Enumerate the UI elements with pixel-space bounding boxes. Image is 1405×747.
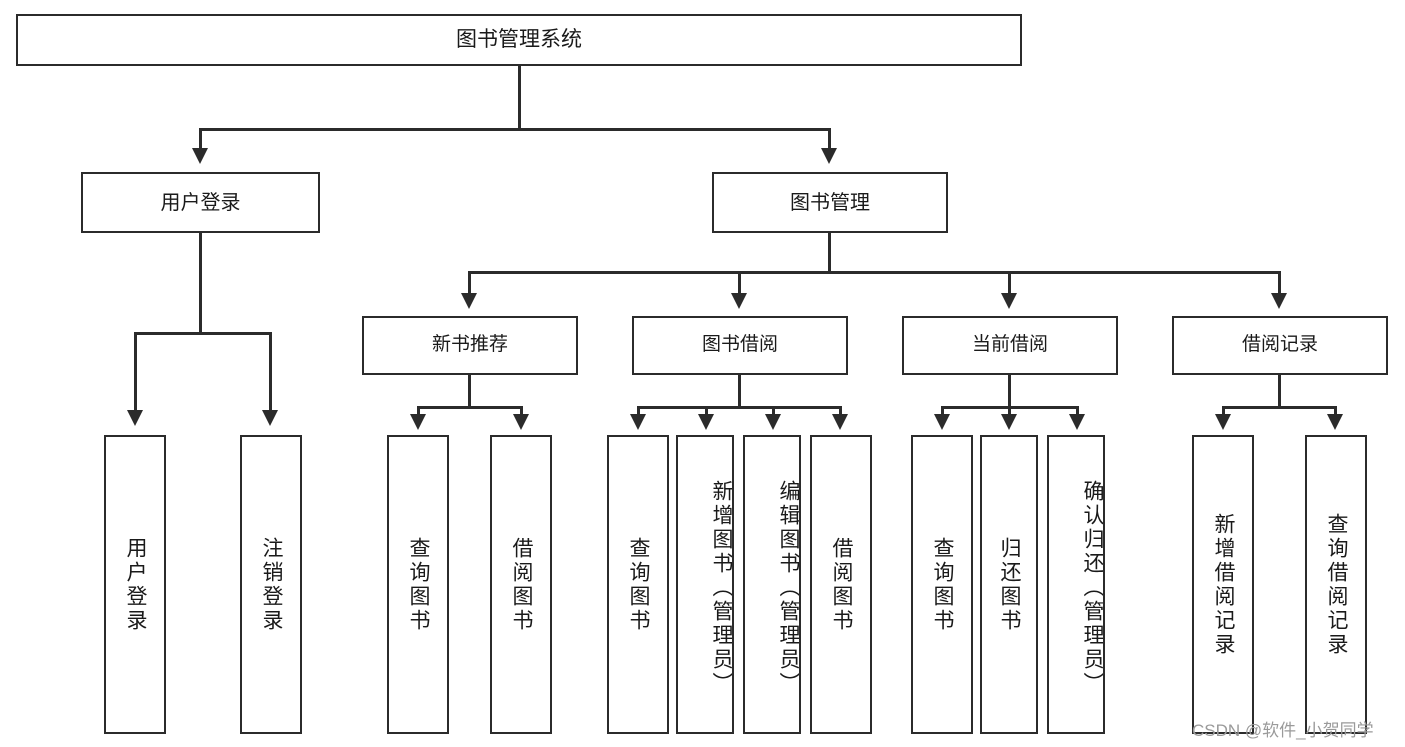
connector-book-borrow-leaf-0 xyxy=(637,406,640,416)
connector-root-bus xyxy=(199,128,831,131)
leaf-book-borrow-edit-book-admin[interactable]: 编辑图书（管理员） xyxy=(743,435,801,734)
connector-user-login-stem xyxy=(199,233,202,334)
node-label: 新书推荐 xyxy=(431,334,508,356)
leaf-label: 查询图书 xyxy=(931,536,955,633)
arrowhead-book-borrow-leaf-0 xyxy=(630,414,646,430)
connector-book-borrow-leaf-2 xyxy=(772,406,775,416)
arrowhead-bm-to-current-borrow xyxy=(1001,293,1017,309)
connector-book-borrow-stem xyxy=(738,375,741,408)
node-label: 图书借阅 xyxy=(701,334,778,356)
node-current-borrow[interactable]: 当前借阅 xyxy=(902,316,1118,375)
leaf-label: 查询图书 xyxy=(627,536,651,633)
arrowhead-book-borrow-leaf-1 xyxy=(698,414,714,430)
leaf-label: 借阅图书 xyxy=(510,536,534,633)
connector-new-book-leaf-1 xyxy=(520,406,523,416)
leaf-current-borrow-query-books[interactable]: 查询图书 xyxy=(911,435,973,734)
connector-book-management-bus xyxy=(468,271,1280,274)
connector-user-login-bus xyxy=(134,332,272,335)
connector-bm-to-book-borrow xyxy=(738,271,741,295)
node-borrow-record[interactable]: 借阅记录 xyxy=(1172,316,1388,375)
arrowhead-bm-to-borrow-record xyxy=(1271,293,1287,309)
leaf-book-borrow-borrow-books[interactable]: 借阅图书 xyxy=(810,435,872,734)
connector-current-borrow-stem xyxy=(1008,375,1011,408)
leaf-label: 查询借阅记录 xyxy=(1325,512,1349,657)
leaf-label: 确认归还（管理员） xyxy=(1081,479,1104,696)
leaf-book-borrow-query-books[interactable]: 查询图书 xyxy=(607,435,669,734)
node-label: 用户登录 xyxy=(160,191,241,214)
leaf-user-login-login[interactable]: 用户登录 xyxy=(104,435,166,734)
leaf-label: 归还图书 xyxy=(998,536,1022,633)
arrowhead-current-borrow-leaf-1 xyxy=(1001,414,1017,430)
node-user-login[interactable]: 用户登录 xyxy=(81,172,320,233)
connector-current-borrow-leaf-1 xyxy=(1008,406,1011,416)
arrowhead-current-borrow-leaf-2 xyxy=(1069,414,1085,430)
connector-root-to-user-login xyxy=(199,128,202,150)
node-root-book-management-system[interactable]: 图书管理系统 xyxy=(16,14,1022,66)
node-label: 图书管理系统 xyxy=(456,28,582,52)
arrowhead-current-borrow-leaf-0 xyxy=(934,414,950,430)
leaf-new-book-borrow-books[interactable]: 借阅图书 xyxy=(490,435,552,734)
leaf-current-borrow-confirm-return-admin[interactable]: 确认归还（管理员） xyxy=(1047,435,1105,734)
connector-user-login-to-leaf-1 xyxy=(269,332,272,412)
connector-borrow-record-leaf-1 xyxy=(1334,406,1337,416)
node-label: 当前借阅 xyxy=(971,334,1048,356)
leaf-label: 编辑图书（管理员） xyxy=(777,479,800,696)
node-book-borrow[interactable]: 图书借阅 xyxy=(632,316,848,375)
leaf-label: 新增图书（管理员） xyxy=(710,479,733,696)
connector-book-borrow-leaf-3 xyxy=(839,406,842,416)
connector-current-borrow-leaf-0 xyxy=(941,406,944,416)
leaf-borrow-record-add-record[interactable]: 新增借阅记录 xyxy=(1192,435,1254,734)
connector-book-management-stem xyxy=(828,233,831,273)
arrowhead-new-book-leaf-1 xyxy=(513,414,529,430)
connector-new-book-stem xyxy=(468,375,471,408)
leaf-label: 查询图书 xyxy=(407,536,431,633)
connector-root-to-book-management xyxy=(828,128,831,150)
connector-new-book-leaf-0 xyxy=(417,406,420,416)
connector-book-borrow-bus xyxy=(637,406,842,409)
connector-borrow-record-bus xyxy=(1222,406,1337,409)
arrowhead-bm-to-new-book xyxy=(461,293,477,309)
arrowhead-user-login-leaf-0 xyxy=(127,410,143,426)
connector-bm-to-current-borrow xyxy=(1008,271,1011,295)
arrowhead-borrow-record-leaf-0 xyxy=(1215,414,1231,430)
connector-borrow-record-stem xyxy=(1278,375,1281,408)
leaf-label: 注销登录 xyxy=(260,536,284,633)
connector-book-borrow-leaf-1 xyxy=(705,406,708,416)
arrowhead-root-to-user-login xyxy=(192,148,208,164)
arrowhead-root-to-book-management xyxy=(821,148,837,164)
connector-user-login-to-leaf-0 xyxy=(134,332,137,412)
connector-borrow-record-leaf-0 xyxy=(1222,406,1225,416)
leaf-label: 用户登录 xyxy=(124,536,148,633)
node-book-management[interactable]: 图书管理 xyxy=(712,172,948,233)
connector-current-borrow-leaf-2 xyxy=(1076,406,1079,416)
node-label: 借阅记录 xyxy=(1241,334,1318,356)
arrowhead-borrow-record-leaf-1 xyxy=(1327,414,1343,430)
arrowhead-book-borrow-leaf-2 xyxy=(765,414,781,430)
leaf-book-borrow-add-book-admin[interactable]: 新增图书（管理员） xyxy=(676,435,734,734)
node-new-book-recommend[interactable]: 新书推荐 xyxy=(362,316,578,375)
leaf-borrow-record-query-record[interactable]: 查询借阅记录 xyxy=(1305,435,1367,734)
node-label: 图书管理 xyxy=(790,191,870,214)
leaf-label: 借阅图书 xyxy=(830,536,854,633)
connector-bm-to-borrow-record xyxy=(1278,271,1281,295)
arrowhead-bm-to-book-borrow xyxy=(731,293,747,309)
arrowhead-user-login-leaf-1 xyxy=(262,410,278,426)
connector-root-stem xyxy=(518,66,521,130)
watermark-csdn: CSDN @软件_小贺同学 xyxy=(1192,721,1374,740)
leaf-user-login-logout[interactable]: 注销登录 xyxy=(240,435,302,734)
leaf-new-book-query-books[interactable]: 查询图书 xyxy=(387,435,449,734)
leaf-current-borrow-return-books[interactable]: 归还图书 xyxy=(980,435,1038,734)
connector-bm-to-new-book xyxy=(468,271,471,295)
connector-new-book-bus xyxy=(417,406,523,409)
arrowhead-new-book-leaf-0 xyxy=(410,414,426,430)
leaf-label: 新增借阅记录 xyxy=(1212,512,1236,657)
arrowhead-book-borrow-leaf-3 xyxy=(832,414,848,430)
